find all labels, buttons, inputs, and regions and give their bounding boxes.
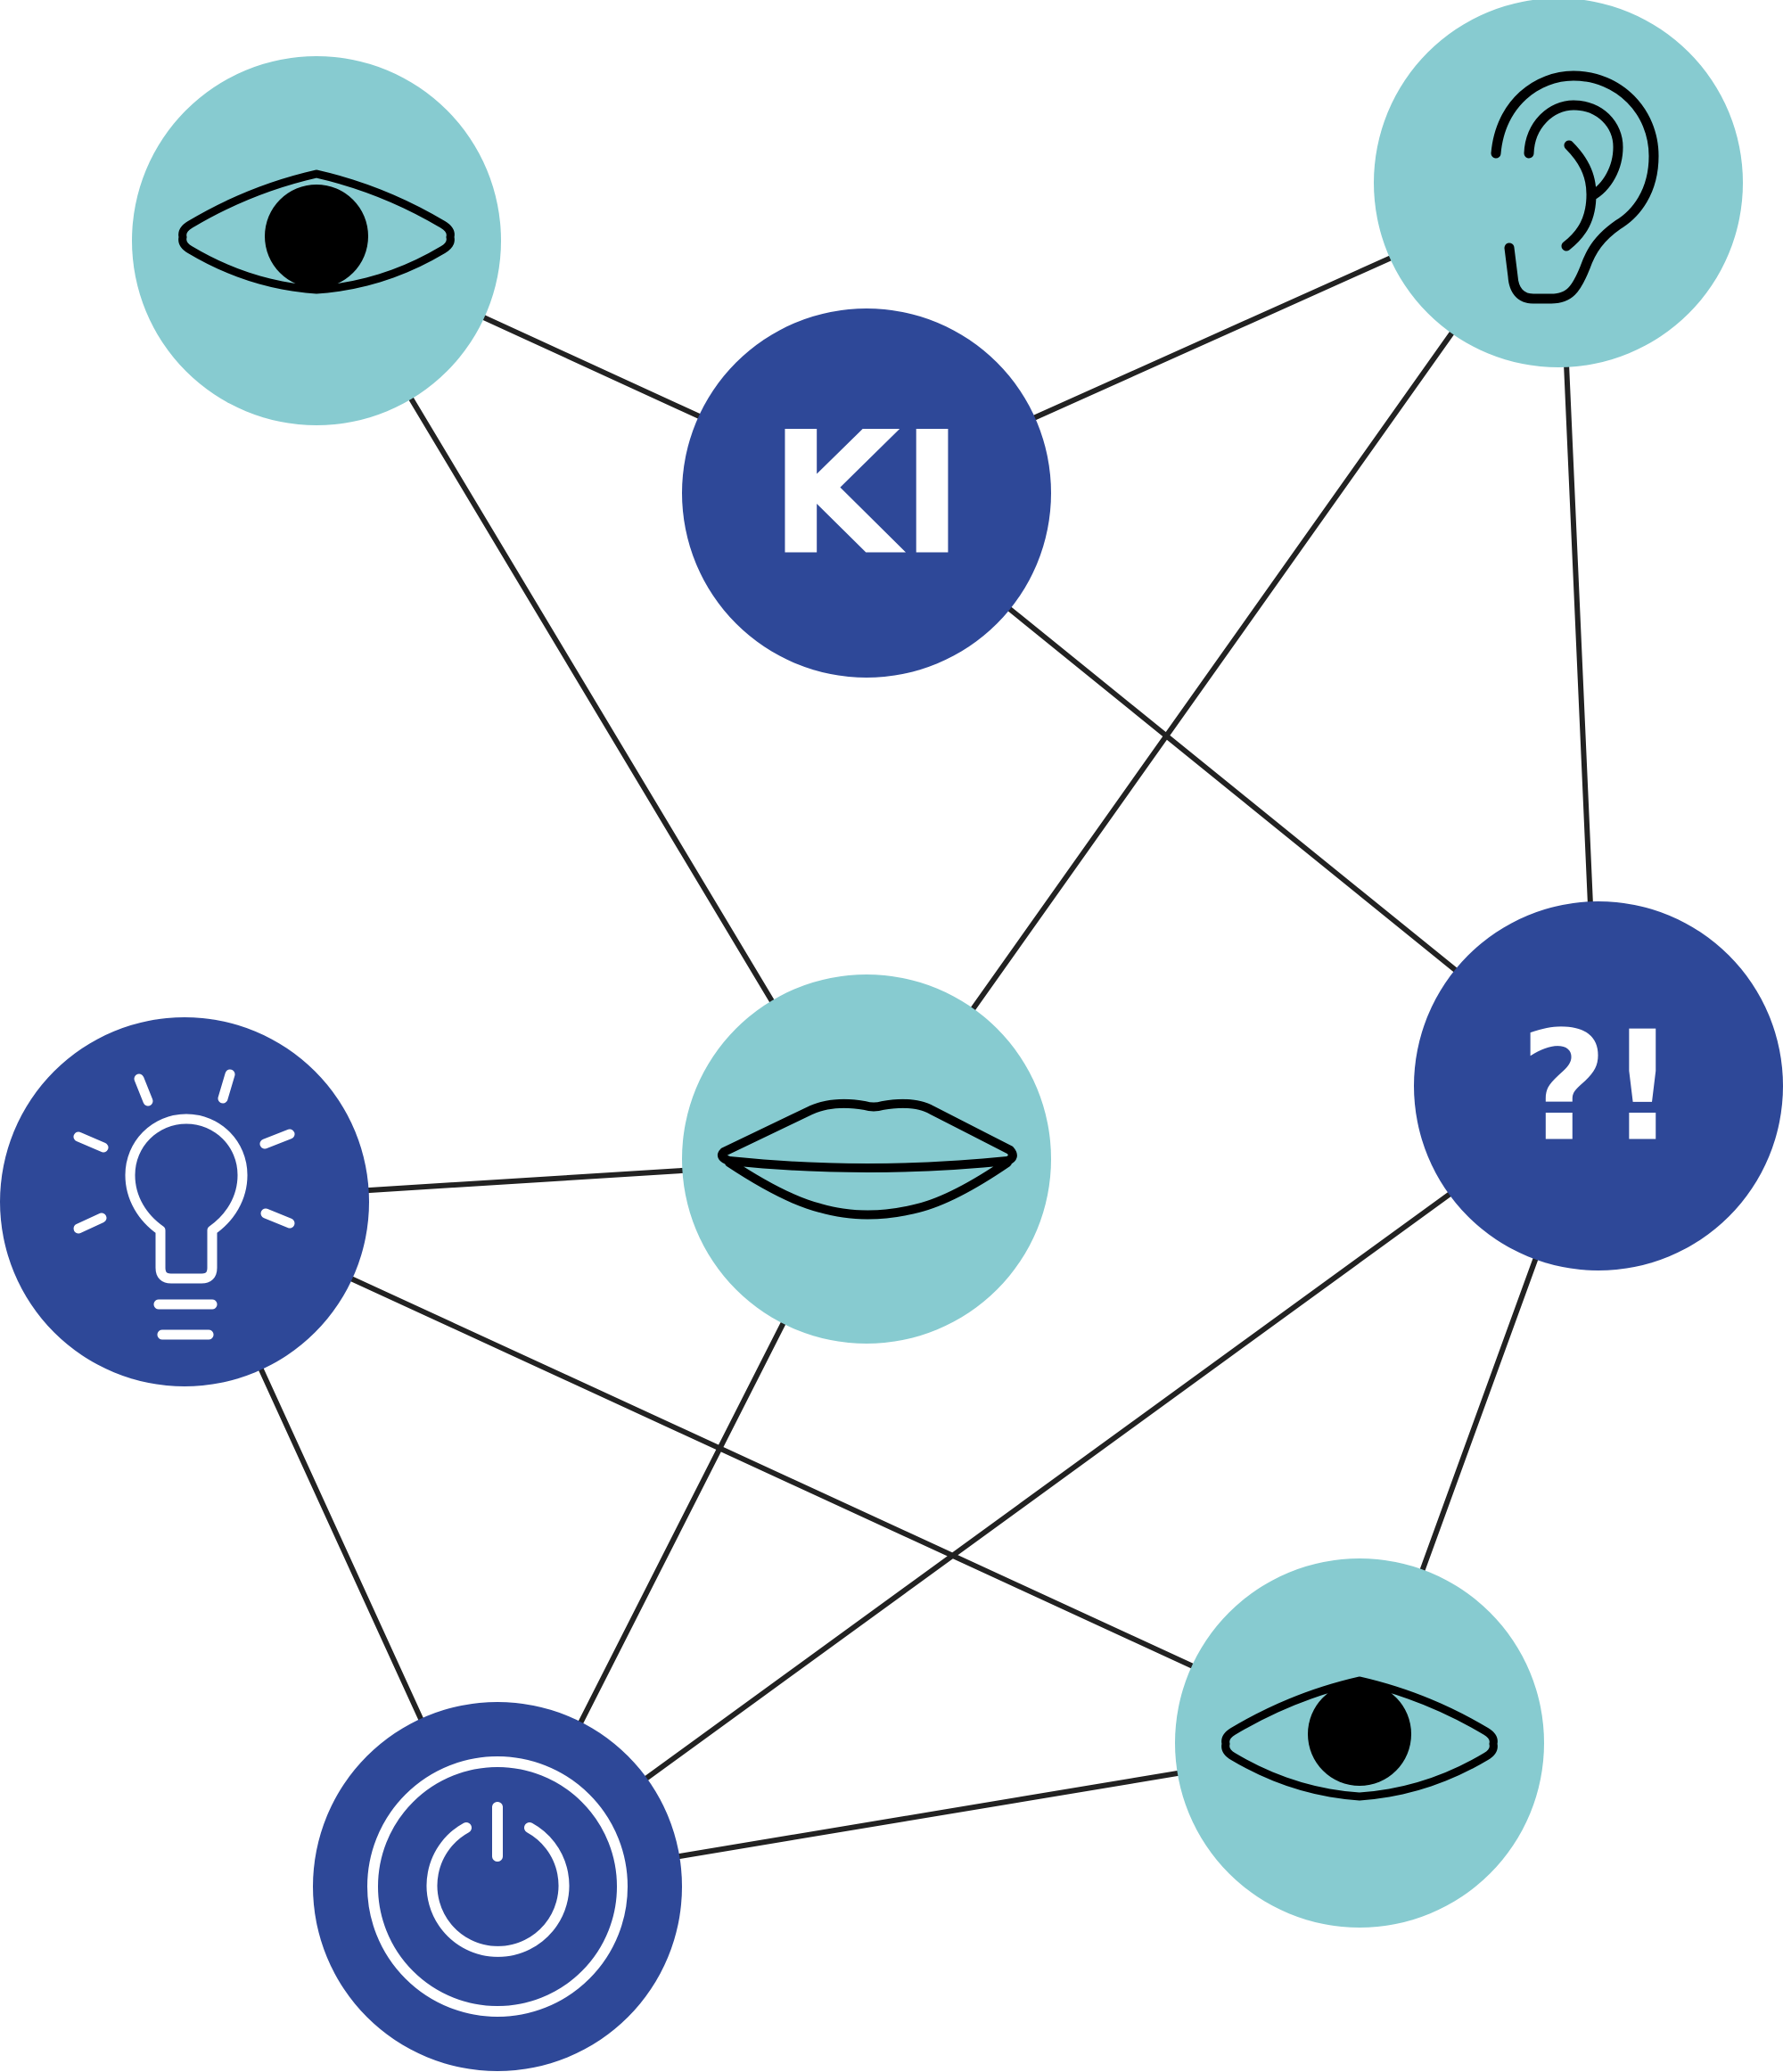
ki-label: KI — [769, 396, 964, 593]
lightbulb-icon — [73, 1069, 295, 1340]
edge-bulb-eye_bottom — [182, 1199, 1362, 1746]
node-ear — [1374, 0, 1743, 367]
ear-icon — [1491, 70, 1659, 304]
question-exclamation-label: ?! — [1520, 999, 1677, 1176]
node-bulb — [0, 1017, 369, 1386]
eye-icon — [1221, 1676, 1498, 1801]
node-ki — [682, 308, 1051, 678]
icon-layer: KI ?! — [73, 70, 1677, 2017]
node-mouth — [682, 974, 1051, 1344]
edge-question-power — [495, 1083, 1601, 1889]
power-icon — [367, 1756, 628, 2017]
node-power — [313, 1702, 682, 2071]
node-question — [1414, 901, 1783, 1270]
edge-ear-mouth — [864, 180, 1561, 1162]
eye-icon — [178, 169, 455, 294]
mouth-icon — [718, 1098, 1017, 1220]
